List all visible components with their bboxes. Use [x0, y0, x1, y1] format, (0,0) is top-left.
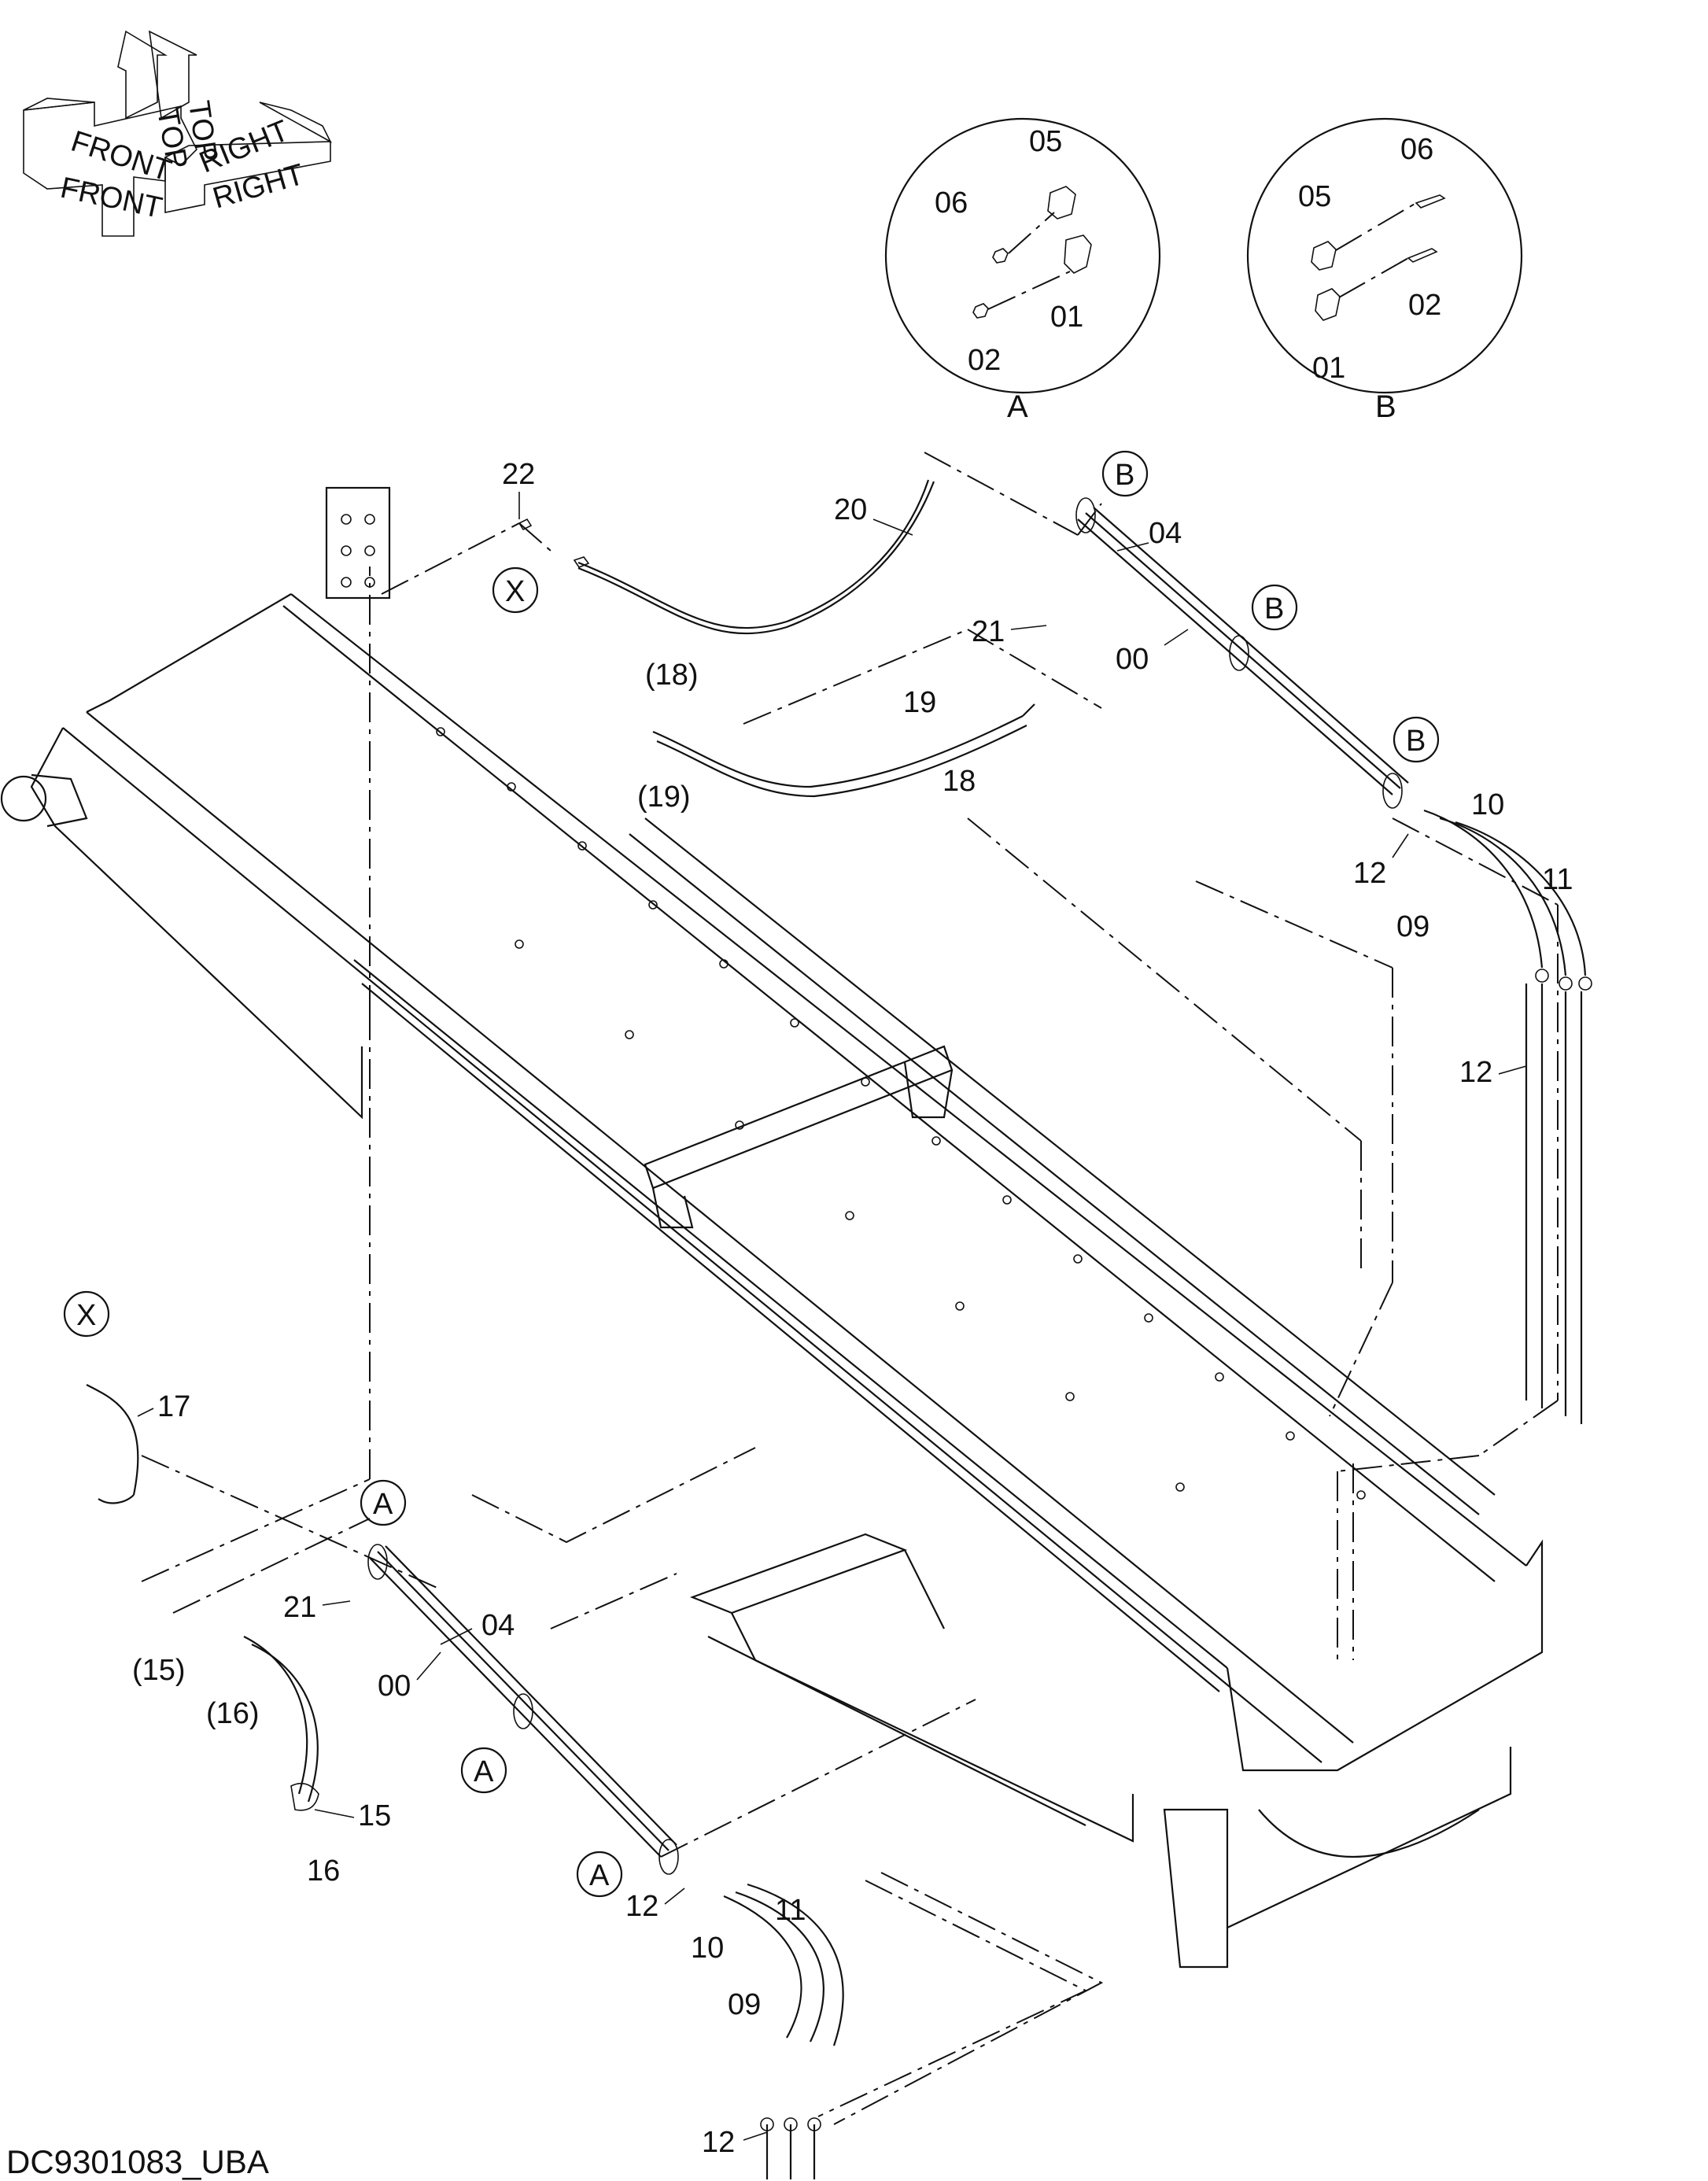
drawing-number: DC9301083_UBA	[6, 2143, 269, 2180]
callout-09-bottom: 09	[728, 1988, 761, 2021]
callout-12-bottom-a: 12	[625, 1890, 658, 1923]
marker-x-top	[492, 566, 539, 614]
callout-16-paren: (16)	[206, 1697, 260, 1730]
callout-12-bottom-b: 12	[702, 2126, 735, 2159]
detail-a-label-02: 02	[968, 344, 1001, 377]
bottom-hose-assembly	[86, 1384, 844, 2179]
detail-a: 05 06 01 02 A	[884, 117, 1161, 424]
detail-a-caption: A	[1007, 389, 1028, 424]
marker-b-3-label: B	[1406, 725, 1426, 758]
marker-b-3	[1393, 716, 1440, 763]
marker-a-1-label: A	[373, 1488, 393, 1521]
detail-a-label-01: 01	[1050, 301, 1083, 334]
marker-a-3-label: A	[589, 1859, 610, 1892]
callout-15-paren: (15)	[132, 1654, 186, 1687]
detail-b-label-02: 02	[1408, 289, 1441, 322]
callout-04-top: 04	[1149, 517, 1182, 550]
marker-a-1	[360, 1479, 407, 1526]
marker-a-2	[460, 1747, 507, 1794]
callout-21-top: 21	[972, 615, 1005, 648]
callout-11-top: 11	[1542, 863, 1573, 896]
detail-b-label-01: 01	[1312, 352, 1345, 385]
callout-20: 20	[834, 493, 867, 526]
marker-b-1-label: B	[1115, 459, 1134, 492]
callout-labels: 22 20 04 00 21 (18) (19) 19 18 10 11 12 …	[132, 458, 1573, 2159]
callout-00-bottom: 00	[378, 1670, 411, 1703]
callout-10-bottom: 10	[691, 1932, 724, 1965]
marker-b-2-label: B	[1264, 592, 1284, 626]
callout-18-paren: (18)	[645, 659, 699, 692]
callout-12-top-a: 12	[1353, 857, 1386, 890]
callout-15: 15	[358, 1799, 391, 1832]
marker-a-2-label: A	[474, 1755, 494, 1788]
callout-11-bottom: 11	[775, 1894, 806, 1927]
callout-17: 17	[157, 1390, 190, 1423]
marker-x-bottom-label: X	[76, 1299, 96, 1332]
callout-18: 18	[943, 765, 976, 798]
detail-b-caption: B	[1375, 389, 1396, 424]
callout-19-paren: (19)	[637, 781, 691, 814]
detail-b-label-05: 05	[1298, 180, 1331, 213]
detail-b-label-06: 06	[1400, 133, 1433, 166]
callout-00-top: 00	[1116, 643, 1149, 676]
marker-b-2	[1251, 584, 1298, 631]
callout-21-bottom: 21	[283, 1591, 316, 1624]
detail-a-label-05: 05	[1029, 125, 1062, 158]
frame-bolts	[436, 727, 1366, 1500]
callout-04-bottom: 04	[481, 1609, 515, 1642]
callout-10-top: 10	[1471, 788, 1504, 821]
detail-a-label-06: 06	[935, 186, 968, 220]
callout-22: 22	[502, 458, 535, 491]
callout-09-top: 09	[1396, 910, 1429, 943]
mount-plate	[325, 486, 391, 600]
callout-12-top-b: 12	[1459, 1056, 1492, 1089]
marker-x-bottom	[63, 1290, 110, 1338]
callout-19: 19	[903, 686, 936, 719]
callout-16: 16	[307, 1854, 340, 1888]
conveyor-frame	[0, 593, 1544, 1969]
detail-b: 06 05 02 01 B	[1246, 117, 1523, 424]
orientation-icon: FRONT FRONT TOP TOP RIGHT RIGHT	[23, 30, 332, 237]
marker-x-top-label: X	[505, 575, 525, 608]
routing-lines	[141, 452, 1559, 2125]
marker-a-3	[576, 1851, 623, 1898]
circle-markers: X B B B X A A A	[63, 450, 1440, 1898]
top-hose-assembly	[325, 479, 1592, 1424]
marker-b-1	[1101, 450, 1149, 497]
